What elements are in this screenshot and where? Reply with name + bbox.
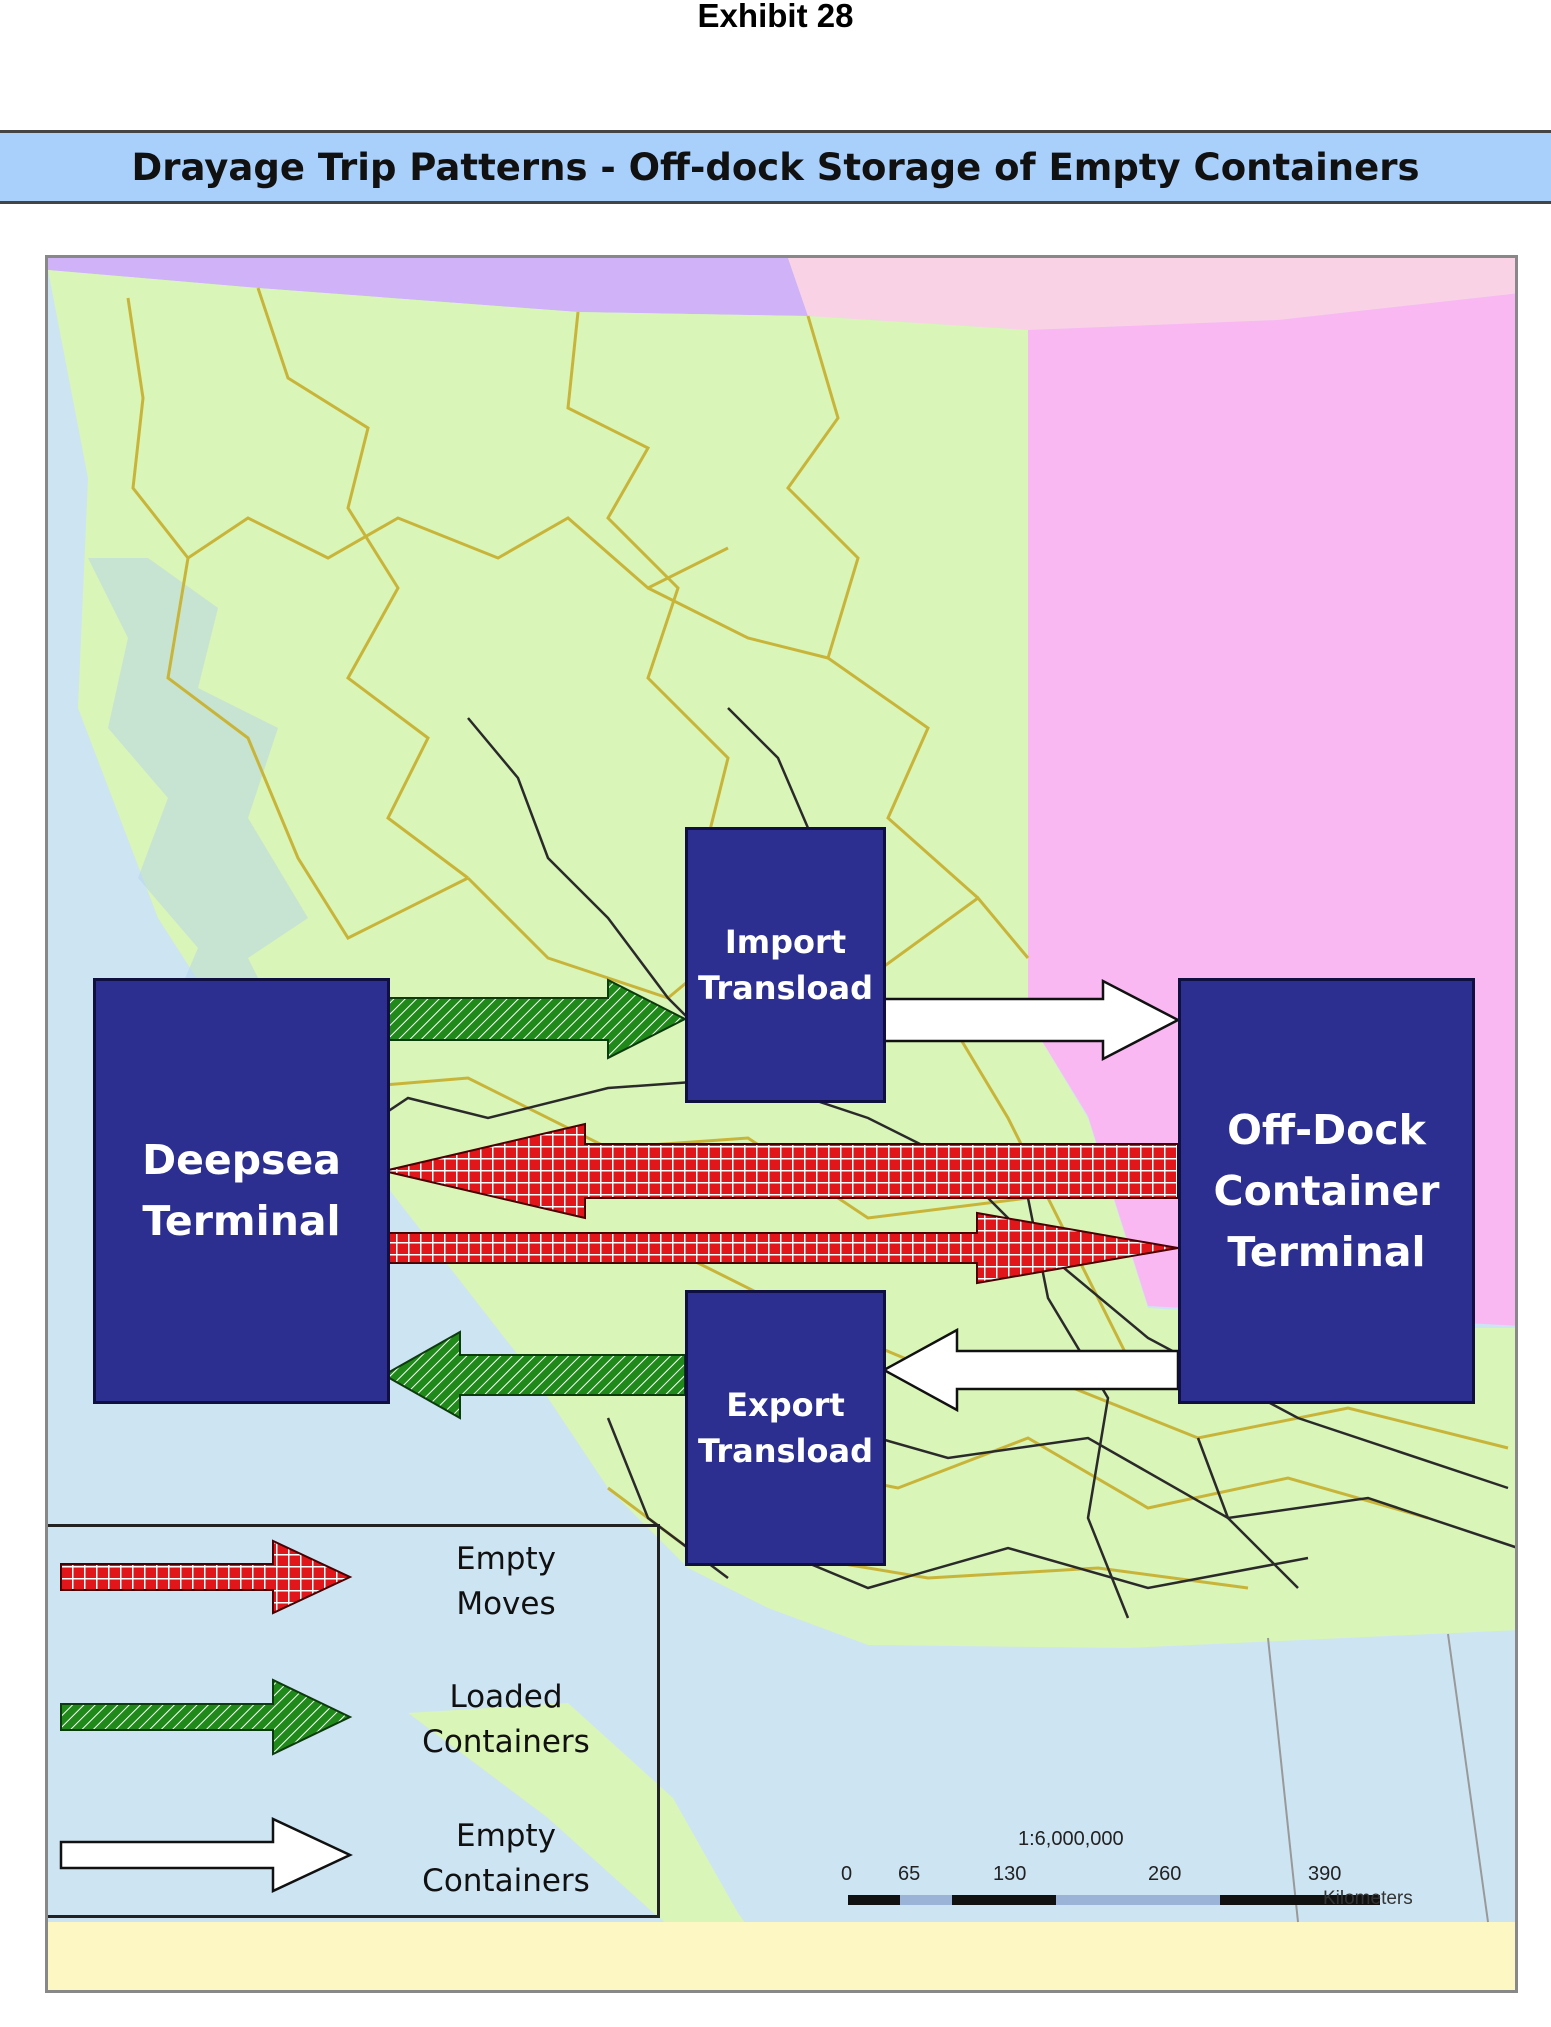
- offdock-label-line1: Off-Dock: [1227, 1105, 1426, 1154]
- region-northwest-purple: [48, 258, 808, 316]
- arrow-loaded-to-import: [379, 978, 688, 1060]
- scale-unit: Kilometers: [1323, 1888, 1413, 1909]
- legend-arrow-loaded: [60, 1678, 353, 1756]
- import-label-line1: Import: [724, 923, 847, 961]
- boundary-lines: [1267, 1633, 1489, 1923]
- map-legend: Empty Moves Loaded Containers Empty Cont…: [48, 1524, 660, 1918]
- map-frame: Deepsea Terminal Import Transload Export…: [45, 255, 1518, 1993]
- footer-band: [48, 1922, 1515, 1990]
- coastal-islands: [88, 558, 308, 1078]
- offdock-label-line2: Container: [1213, 1166, 1440, 1215]
- deepsea-label-line1: Deepsea: [142, 1136, 341, 1184]
- legend-arrow-empty-containers: [59, 1817, 353, 1893]
- legend-label-empty-containers: Empty Containers: [422, 1818, 590, 1899]
- legend-label-empty-moves: Empty Moves: [456, 1541, 556, 1622]
- legend-label-loaded: Loaded Containers: [422, 1679, 590, 1760]
- scale-ratio: 1:6,000,000: [1018, 1828, 1124, 1850]
- import-label-line2: Transload: [698, 969, 873, 1007]
- region-north-pink: [788, 258, 1515, 330]
- arrow-empty-offdock-to-export: [881, 1327, 1180, 1413]
- arrow-loaded-to-deepsea: [381, 1330, 686, 1420]
- offdock-label-line3: Terminal: [1227, 1227, 1426, 1276]
- map-title-bar: Drayage Trip Patterns - Off-dock Storage…: [0, 130, 1551, 204]
- map-title: Drayage Trip Patterns - Off-dock Storage…: [131, 145, 1420, 189]
- scale-tick-390: 390: [1308, 1863, 1342, 1885]
- scale-tick-65: 65: [898, 1863, 921, 1885]
- arrow-empty-moves-to-deepsea: [383, 1122, 1179, 1220]
- scale-block: 1:6,000,000 0 65 130 260 390 Kilometers: [838, 1828, 1468, 1918]
- arrow-empty-import-to-offdock: [882, 978, 1181, 1062]
- export-label-line2: Transload: [698, 1432, 873, 1470]
- offdock-terminal-box: Off-Dock Container Terminal: [1178, 978, 1475, 1404]
- legend-arrow-empty-moves: [60, 1539, 353, 1615]
- scale-tick-260: 260: [1148, 1863, 1182, 1885]
- export-label-line1: Export: [726, 1386, 845, 1424]
- deepsea-label-line2: Terminal: [142, 1197, 341, 1245]
- exhibit-label: Exhibit 28: [697, 0, 854, 34]
- island-landmass: [408, 1703, 794, 1990]
- deepsea-terminal-box: Deepsea Terminal: [93, 978, 390, 1404]
- scale-tick-0: 0: [841, 1863, 853, 1885]
- export-transload-box: Export Transload: [685, 1290, 886, 1566]
- scale-bar: [848, 1895, 1380, 1905]
- scale-tick-130: 130: [993, 1863, 1027, 1885]
- import-transload-box: Import Transload: [685, 827, 886, 1103]
- arrow-empty-moves-to-offdock: [379, 1211, 1179, 1285]
